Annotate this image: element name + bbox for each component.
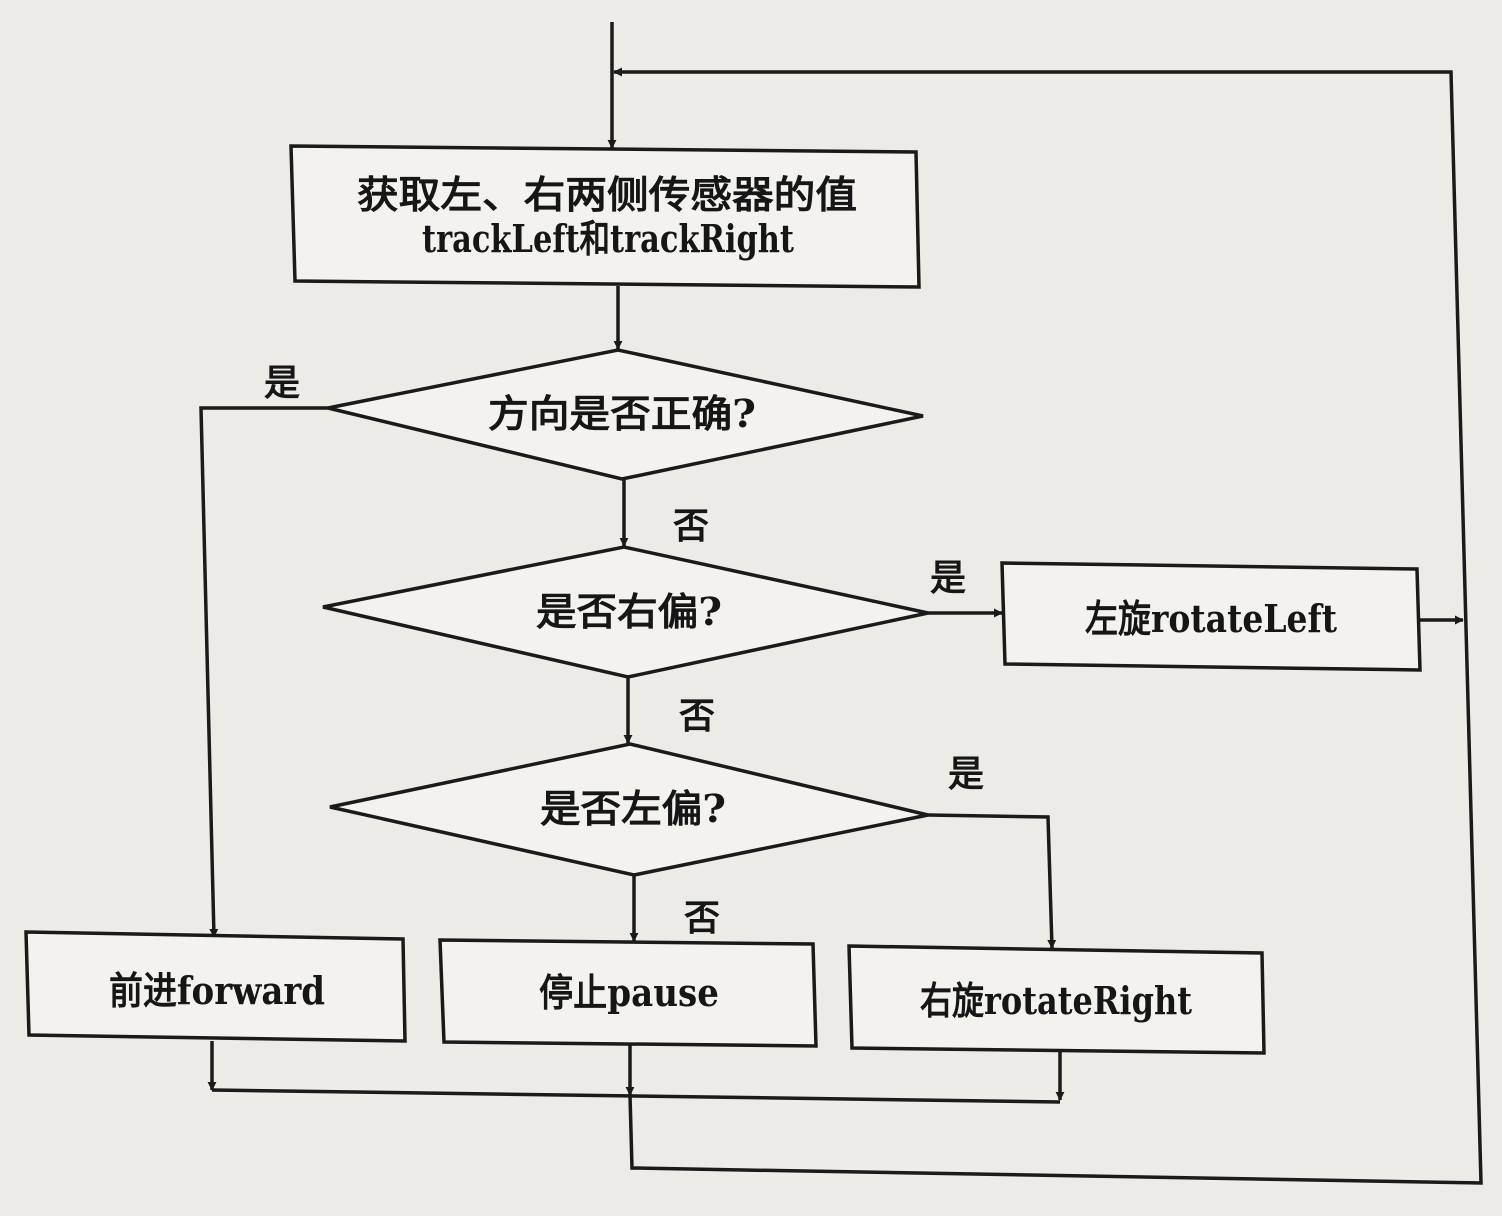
decision-right-deviation: 是否右偏? — [322, 545, 929, 679]
node-forward: 前进forward — [24, 930, 407, 1043]
branch-labels: 是 否 是 否 是 否 — [264, 362, 984, 939]
decision-direction-correct: 方向是否正确? — [327, 348, 924, 481]
node-read-sensors: 获取左、右两侧传感器的值 trackLeft和trackRight — [289, 144, 921, 289]
rotate-right-label: 右旋rotateRight — [920, 978, 1192, 1023]
connectors — [199, 22, 1483, 1185]
direction-correct-label: 方向是否正确? — [488, 391, 756, 436]
node-pause: 停止pause — [438, 938, 818, 1048]
branch-label-left-deviation-yes: 是 — [948, 753, 984, 795]
arrow-left-deviation-yes — [927, 813, 1057, 949]
branch-label-direction-yes: 是 — [264, 362, 300, 404]
branch-label-right-deviation-no: 否 — [679, 695, 715, 737]
loop-back-line — [613, 67, 1483, 1185]
decision-left-deviation: 是否左偏? — [329, 742, 929, 877]
arrow-direction-yes — [199, 406, 328, 938]
node-rotate-left: 左旋rotateLeft — [1000, 561, 1422, 672]
right-deviation-label: 是否右偏? — [536, 589, 722, 634]
pause-label: 停止pause — [539, 970, 719, 1015]
left-deviation-label: 是否左偏? — [540, 786, 726, 831]
read-sensors-label-line1: 获取左、右两侧传感器的值 — [357, 172, 857, 217]
rotate-left-label: 左旋rotateLeft — [1085, 596, 1337, 641]
branch-label-right-deviation-yes: 是 — [930, 557, 966, 599]
branch-label-left-deviation-no: 否 — [684, 897, 720, 939]
merge-line — [211, 1088, 1061, 1104]
branch-label-direction-no: 否 — [673, 505, 709, 547]
forward-label: 前进forward — [109, 968, 325, 1013]
read-sensors-label-line2: trackLeft和trackRight — [422, 216, 794, 261]
node-rotate-right: 右旋rotateRight — [847, 944, 1266, 1055]
